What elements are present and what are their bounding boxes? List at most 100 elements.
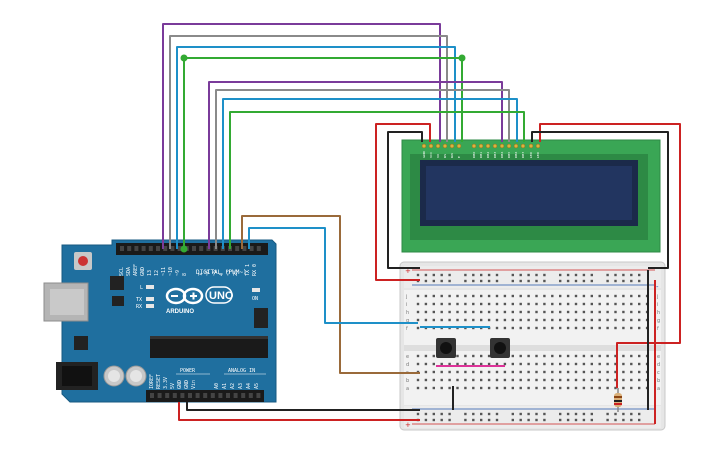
rail-hole bbox=[487, 273, 491, 277]
breadboard-hole bbox=[432, 318, 435, 322]
header-pin[interactable] bbox=[163, 246, 168, 251]
header-pin[interactable] bbox=[150, 393, 154, 398]
breadboard-hole bbox=[472, 386, 475, 390]
breadboard-hole bbox=[456, 302, 459, 306]
rail-hole bbox=[566, 273, 570, 277]
header-pin[interactable] bbox=[203, 393, 208, 398]
analog-label: ANALOG IN bbox=[228, 368, 255, 374]
rail-hole bbox=[432, 418, 435, 422]
rail-hole bbox=[448, 412, 451, 416]
header-pin[interactable] bbox=[192, 246, 196, 251]
breadboard-hole bbox=[614, 354, 617, 358]
header-pin[interactable] bbox=[188, 393, 192, 398]
header-pin[interactable] bbox=[134, 246, 139, 251]
rail-hole bbox=[543, 412, 546, 416]
rail-hole bbox=[464, 412, 467, 416]
row-letter: g bbox=[406, 318, 409, 324]
wire-red-5v[interactable] bbox=[178, 402, 420, 421]
pin-label-12: 12 bbox=[154, 270, 160, 276]
header-pin[interactable] bbox=[210, 393, 215, 398]
wire-black-lcd-right[interactable] bbox=[531, 131, 669, 269]
header-pin[interactable] bbox=[233, 393, 238, 398]
wire-black-lcd-left[interactable] bbox=[387, 131, 423, 269]
breadboard-hole bbox=[472, 370, 475, 374]
header-pin[interactable] bbox=[235, 246, 240, 251]
breadboard-hole bbox=[638, 318, 641, 322]
breadboard-hole bbox=[574, 294, 578, 298]
resistor[interactable] bbox=[614, 388, 622, 412]
breadboard-hole bbox=[606, 362, 609, 366]
rail-hole bbox=[622, 279, 625, 283]
breadboard-hole bbox=[519, 302, 522, 306]
header-pin[interactable] bbox=[242, 246, 247, 251]
led-on-label: ON bbox=[252, 296, 258, 302]
rail-hole bbox=[511, 279, 514, 283]
breadboard-hole bbox=[527, 302, 530, 306]
breadboard-hole bbox=[543, 302, 546, 306]
wire-blue-inner[interactable] bbox=[222, 98, 518, 249]
wire-black-gnd[interactable] bbox=[186, 402, 420, 411]
pushbutton-1[interactable] bbox=[436, 338, 456, 358]
wire-brown-button[interactable] bbox=[241, 215, 420, 374]
pushbutton-2[interactable] bbox=[490, 338, 510, 358]
row-letter: c bbox=[657, 370, 660, 376]
reset-button[interactable] bbox=[74, 252, 92, 270]
header-pin[interactable] bbox=[226, 393, 230, 398]
lcd-pin-label: DB7 bbox=[521, 152, 525, 158]
rail-hole bbox=[495, 412, 499, 416]
breadboard-hole bbox=[638, 378, 641, 382]
header-pin[interactable] bbox=[120, 246, 124, 251]
header-pin[interactable] bbox=[170, 246, 175, 251]
header-pin[interactable] bbox=[199, 246, 204, 251]
rail-hole bbox=[638, 273, 641, 277]
header-pin[interactable] bbox=[157, 393, 162, 398]
rail-hole bbox=[630, 273, 633, 277]
wire-blue-long[interactable] bbox=[176, 46, 456, 249]
header-pin[interactable] bbox=[218, 393, 223, 398]
breadboard-hole bbox=[519, 354, 522, 358]
breadboard-hole bbox=[535, 318, 538, 322]
header-pin[interactable] bbox=[127, 246, 132, 251]
breadboard-hole bbox=[543, 378, 546, 382]
breadboard-hole bbox=[416, 354, 420, 358]
breadboard-hole bbox=[456, 362, 459, 366]
breadboard-hole bbox=[472, 302, 475, 306]
wire-red-lcd-left[interactable] bbox=[375, 123, 431, 281]
breadboard-hole bbox=[622, 370, 625, 374]
header-pin[interactable] bbox=[141, 246, 146, 251]
header-pin[interactable] bbox=[256, 393, 261, 398]
header-pin[interactable] bbox=[195, 393, 200, 398]
header-pin[interactable] bbox=[156, 246, 160, 251]
pin-label-3: ~3 bbox=[226, 270, 232, 276]
rail-hole bbox=[424, 279, 428, 283]
header-pin[interactable] bbox=[148, 246, 153, 251]
header-pin[interactable] bbox=[241, 393, 246, 398]
row-letter: f bbox=[406, 326, 408, 332]
breadboard-hole bbox=[432, 386, 435, 390]
header-pin[interactable] bbox=[256, 246, 261, 251]
wire-green-inner[interactable] bbox=[229, 111, 525, 249]
header-pin[interactable] bbox=[172, 393, 177, 398]
breadboard-hole bbox=[511, 326, 514, 330]
header-pin[interactable] bbox=[165, 393, 170, 398]
breadboard-hole bbox=[448, 362, 451, 366]
header-pin[interactable] bbox=[177, 246, 182, 251]
breadboard-hole bbox=[590, 302, 593, 306]
arduino-uno-board[interactable]: SCL SDA AREF GND 13 12 ~11 ~10 ~9 8 7 ~6… bbox=[43, 239, 277, 403]
breadboard-hole bbox=[574, 318, 578, 322]
header-pin[interactable] bbox=[248, 393, 253, 398]
wire-gray-inner[interactable] bbox=[215, 89, 510, 249]
header-pin[interactable] bbox=[180, 393, 185, 398]
header-pin[interactable] bbox=[249, 246, 254, 251]
breadboard-hole bbox=[574, 326, 578, 330]
breadboard-hole bbox=[448, 294, 451, 298]
breadboard-hole bbox=[456, 386, 459, 390]
breadboard-hole bbox=[606, 386, 609, 390]
rail-hole bbox=[472, 279, 475, 283]
row-letter: b bbox=[406, 378, 409, 384]
rail-hole bbox=[424, 273, 428, 277]
wire-red-lcd-right[interactable] bbox=[539, 123, 681, 388]
wire-blue-button[interactable] bbox=[248, 227, 418, 324]
lcd-pin-label: GND bbox=[422, 150, 426, 158]
